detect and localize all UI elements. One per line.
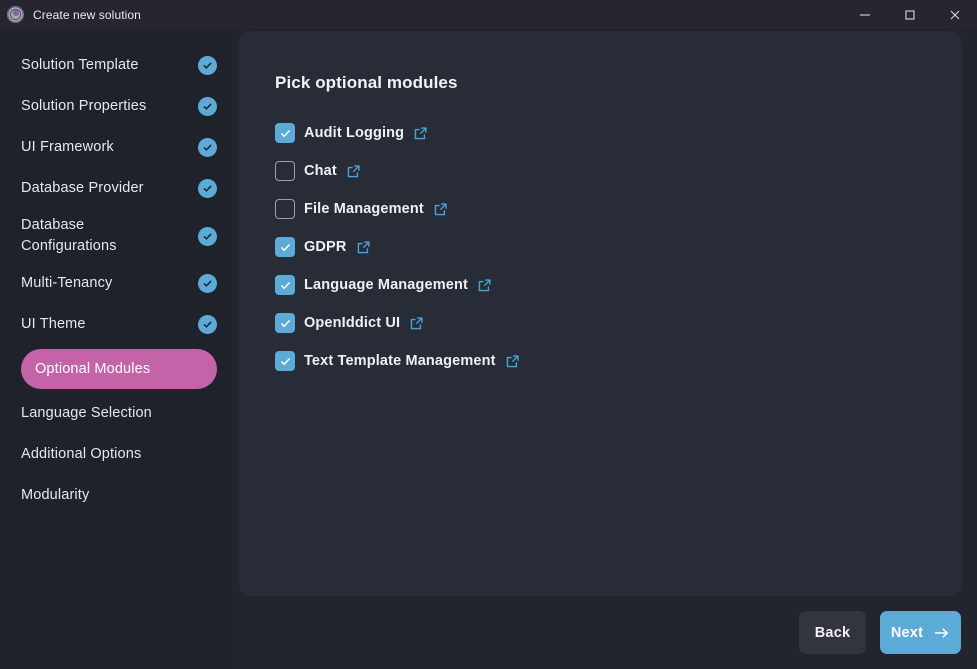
module-label: GDPR [304, 239, 347, 255]
module-row-language-management: Language Management [275, 266, 962, 304]
module-row-file-management: File Management [275, 190, 962, 228]
module-row-openiddict-ui: OpenIddict UI [275, 304, 962, 342]
module-checkbox-audit-logging[interactable] [275, 123, 295, 143]
next-button[interactable]: Next [880, 611, 961, 654]
arrow-right-icon [934, 626, 950, 640]
module-label: Language Management [304, 277, 468, 293]
wizard-footer: Back Next [232, 596, 977, 669]
module-label: OpenIddict UI [304, 315, 401, 331]
module-checkbox-file-management[interactable] [275, 199, 295, 219]
sidebar-item-label: UI Framework [21, 139, 114, 155]
minimize-icon[interactable] [842, 0, 887, 29]
sidebar-item-language-selection[interactable]: Language Selection [21, 393, 217, 434]
back-button[interactable]: Back [799, 611, 866, 654]
sidebar-item-label: Modularity [21, 487, 90, 503]
module-row-text-template-management: Text Template Management [275, 342, 962, 380]
external-link-icon[interactable] [477, 278, 492, 293]
module-row-audit-logging: Audit Logging [275, 114, 962, 152]
sidebar-item-label: Solution Template [21, 57, 139, 73]
sidebar-item-label: Optional Modules [35, 360, 151, 377]
optional-modules-list: Audit Logging Chat File Management [275, 114, 962, 380]
sidebar-item-additional-options[interactable]: Additional Options [21, 434, 217, 475]
next-button-label: Next [890, 624, 924, 641]
sidebar-item-label: Solution Properties [21, 98, 147, 114]
external-link-icon[interactable] [505, 354, 520, 369]
module-checkbox-chat[interactable] [275, 161, 295, 181]
step-complete-check-icon [198, 138, 217, 157]
module-label: Text Template Management [304, 353, 496, 369]
sidebar-item-solution-template[interactable]: Solution Template [21, 45, 217, 86]
window-title-bar: Create new solution [0, 0, 977, 29]
module-checkbox-language-management[interactable] [275, 275, 295, 295]
sidebar-item-label: Database Provider [21, 180, 144, 196]
abp-logo-icon [7, 6, 24, 23]
external-link-icon[interactable] [409, 316, 424, 331]
page-title: Pick optional modules [275, 73, 458, 92]
step-complete-check-icon [198, 179, 217, 198]
sidebar-item-label: Additional Options [21, 446, 142, 462]
optional-modules-panel: Pick optional modules Audit Logging Chat [239, 31, 962, 596]
wizard-step-sidebar: Solution Template Solution Properties UI… [0, 29, 232, 669]
external-link-icon[interactable] [346, 164, 361, 179]
step-complete-check-icon [198, 226, 217, 246]
window-controls [842, 0, 977, 29]
maximize-icon[interactable] [887, 0, 932, 29]
sidebar-item-label: Multi-Tenancy [21, 275, 113, 291]
sidebar-item-optional-modules[interactable]: Optional Modules [21, 349, 217, 389]
sidebar-item-modularity[interactable]: Modularity [21, 475, 217, 516]
step-complete-check-icon [198, 315, 217, 334]
window-body: Solution Template Solution Properties UI… [0, 29, 977, 669]
sidebar-item-label: Database Configurations [21, 217, 117, 254]
sidebar-item-label: UI Theme [21, 316, 86, 332]
sidebar-item-multi-tenancy[interactable]: Multi-Tenancy [21, 263, 217, 304]
module-label: File Management [304, 201, 424, 217]
step-complete-check-icon [198, 274, 217, 293]
module-label: Chat [304, 163, 337, 179]
step-complete-check-icon [198, 56, 217, 75]
window-title: Create new solution [33, 7, 141, 22]
main-column: Pick optional modules Audit Logging Chat [232, 29, 977, 669]
sidebar-item-database-provider[interactable]: Database Provider [21, 168, 217, 209]
module-row-chat: Chat [275, 152, 962, 190]
close-icon[interactable] [932, 0, 977, 29]
sidebar-item-ui-theme[interactable]: UI Theme [21, 304, 217, 345]
sidebar-item-ui-framework[interactable]: UI Framework [21, 127, 217, 168]
title-bar-left: Create new solution [0, 6, 141, 23]
module-checkbox-gdpr[interactable] [275, 237, 295, 257]
module-checkbox-text-template-management[interactable] [275, 351, 295, 371]
sidebar-item-solution-properties[interactable]: Solution Properties [21, 86, 217, 127]
module-row-gdpr: GDPR [275, 228, 962, 266]
external-link-icon[interactable] [356, 240, 371, 255]
sidebar-item-label: Language Selection [21, 405, 152, 421]
sidebar-item-database-configurations[interactable]: Database Configurations [21, 209, 217, 263]
external-link-icon[interactable] [433, 202, 448, 217]
step-complete-check-icon [198, 97, 217, 116]
module-checkbox-openiddict-ui[interactable] [275, 313, 295, 333]
external-link-icon[interactable] [413, 126, 428, 141]
module-label: Audit Logging [304, 125, 405, 141]
